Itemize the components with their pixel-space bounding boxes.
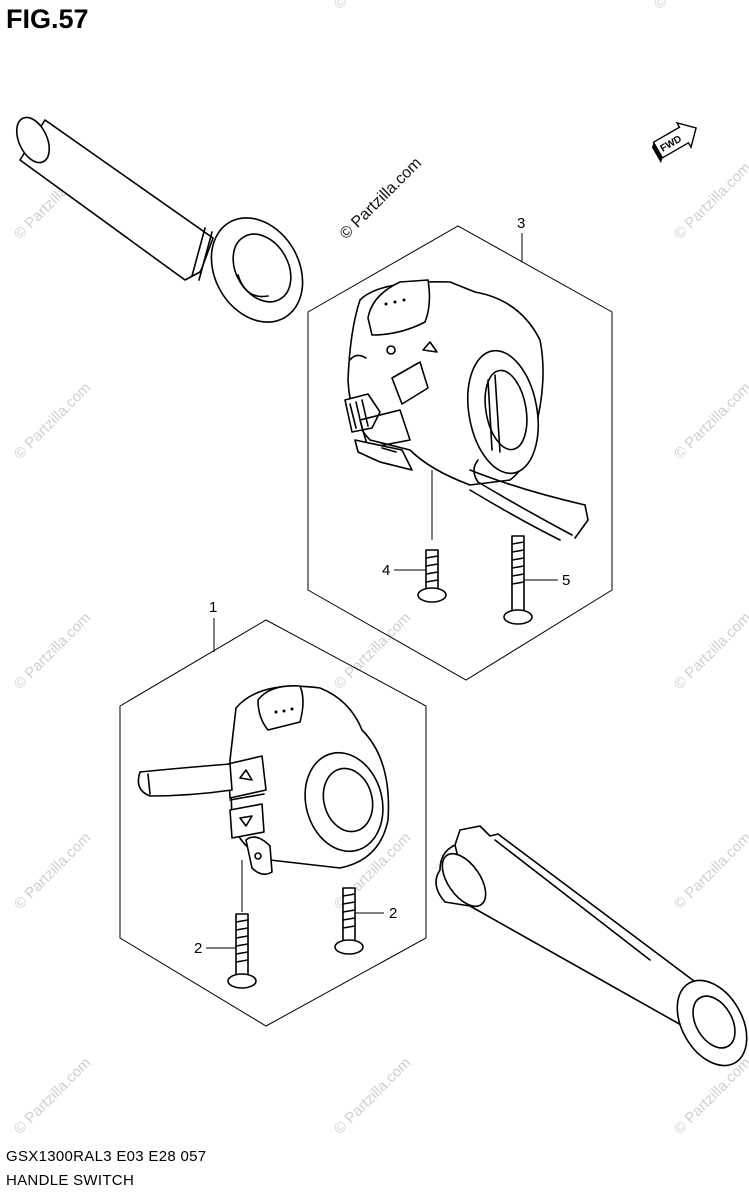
screw-5 xyxy=(503,535,533,625)
watermark-text: © Partzilla.com xyxy=(671,829,749,912)
watermark-text: © Partzilla.com xyxy=(11,379,94,462)
assembly-frame-1 xyxy=(119,619,427,1027)
assembly-frame-3 xyxy=(307,225,613,681)
callout-2-left: 2 xyxy=(194,940,236,957)
watermark-text: © Partzilla.com xyxy=(651,0,734,13)
right-handle-switch xyxy=(344,279,589,541)
figure-title: FIG.57 xyxy=(6,4,89,34)
left-handlebar-grip xyxy=(15,116,304,323)
callout-number: 4 xyxy=(382,562,390,579)
callout-2-right: 2 xyxy=(355,905,397,922)
right-handlebar-grip xyxy=(435,825,748,1067)
callout-number: 2 xyxy=(194,940,202,957)
callout-3: 3 xyxy=(517,215,525,262)
callout-number: 3 xyxy=(517,215,525,232)
screw-4 xyxy=(417,549,447,603)
callout-number: 5 xyxy=(562,572,570,589)
watermark-text: © Partzilla.com xyxy=(671,609,749,692)
watermark-text: © Partzilla.com xyxy=(331,0,414,13)
screw-2-right xyxy=(334,887,364,955)
callout-1: 1 xyxy=(209,599,217,652)
model-code: GSX1300RAL3 E03 E28 057 xyxy=(6,1148,207,1165)
watermark-text: © Partzilla.com xyxy=(671,379,749,462)
watermark-text: © Partzilla.com xyxy=(11,1054,94,1137)
watermark-main: © Partzilla.com xyxy=(337,155,425,243)
watermark-text: © Partzilla.com xyxy=(331,1054,414,1137)
callout-number: 1 xyxy=(209,599,217,616)
watermark-text: © Partzilla.com xyxy=(331,609,414,692)
screw-2-left xyxy=(227,913,257,989)
callout-number: 2 xyxy=(389,905,397,922)
watermark-text: © Partzilla.com xyxy=(11,829,94,912)
callout-4: 4 xyxy=(382,562,426,579)
callout-5: 5 xyxy=(524,572,570,589)
watermark-text: © Partzilla.com xyxy=(671,1054,749,1137)
left-handle-switch xyxy=(137,684,390,876)
watermark-text: © Partzilla.com xyxy=(671,159,749,242)
figure-name: HANDLE SWITCH xyxy=(6,1172,135,1189)
watermark-text: © Partzilla.com xyxy=(11,609,94,692)
fwd-arrow-icon: FWD xyxy=(652,121,697,164)
